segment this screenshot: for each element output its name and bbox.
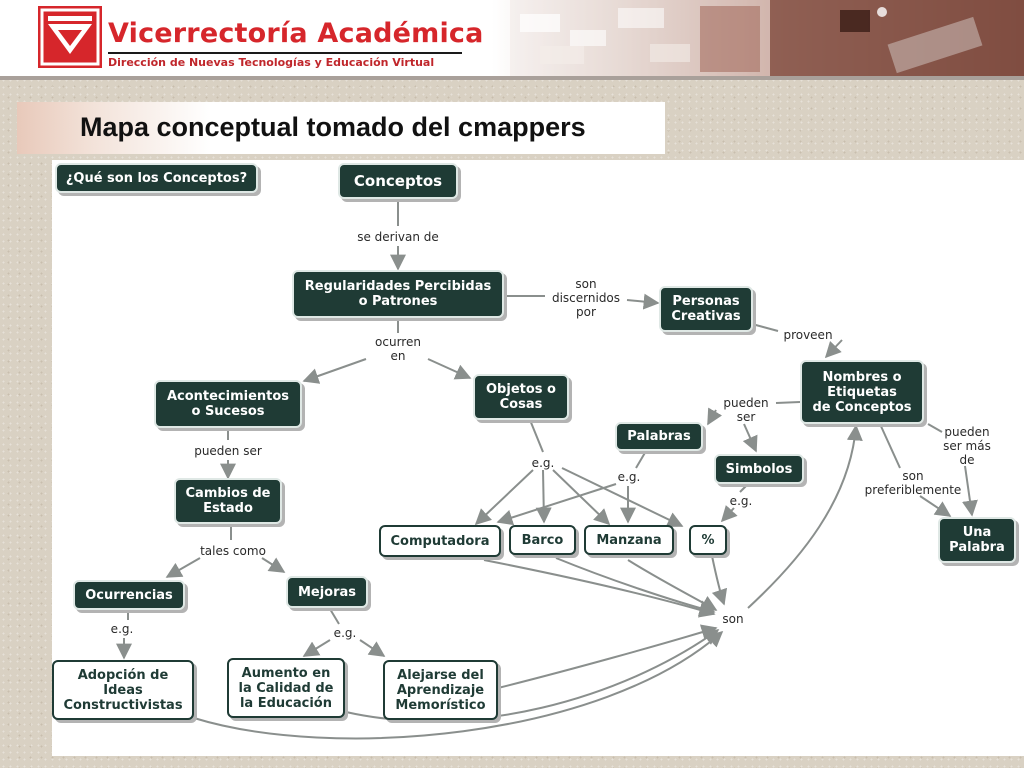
node-manzana: Manzana: [584, 525, 674, 555]
link-label-son-preferiblemente: son preferiblemente: [864, 469, 962, 497]
link-label-pueden-ser: pueden ser: [194, 444, 262, 458]
link-label-pueden-ser-mas-de: pueden ser más de: [943, 425, 991, 467]
header-title: Vicerrectoría Académica: [108, 18, 484, 49]
node-aumento-calidad: Aumento en la Calidad de la Educación: [227, 658, 345, 718]
connector: [427, 358, 472, 380]
node-ocurrencias: Ocurrencias: [73, 580, 185, 610]
connector: [261, 557, 286, 573]
link-label-eg: e.g.: [617, 470, 641, 484]
connector: [529, 419, 544, 453]
connector: [751, 323, 779, 332]
link-label-eg: e.g.: [333, 626, 357, 640]
connector: [739, 484, 748, 493]
node-computadora: Computadora: [379, 525, 501, 557]
connector: [707, 407, 723, 426]
link-label-eg: e.g.: [531, 456, 555, 470]
node-porcentaje: %: [689, 525, 727, 555]
link-label-tales-como: tales como: [200, 544, 266, 558]
connector: [919, 495, 952, 517]
connector: [742, 423, 758, 453]
node-conceptos: Conceptos: [338, 163, 458, 199]
link-label-son-discernidos-por: son discernidos por: [551, 277, 621, 319]
link-label-eg: e.g.: [110, 622, 134, 636]
node-regularidades-percibidas: Regularidades Percibidas o Patrones: [292, 270, 504, 318]
node-acontecimientos: Acontecimientos o Sucesos: [154, 380, 302, 428]
connector: [474, 469, 534, 526]
connector: [359, 639, 386, 657]
slide-title-bar: [17, 102, 665, 154]
connector: [927, 423, 943, 433]
node-alejarse-aprendizaje: Alejarse del Aprendizaje Memorístico: [383, 660, 498, 720]
connector: [193, 630, 724, 740]
connector: [496, 483, 617, 526]
connector: [555, 557, 716, 616]
connector: [747, 424, 863, 609]
connector: [535, 469, 552, 524]
connector: [626, 293, 660, 310]
connector: [711, 555, 728, 606]
link-label-proveen: proveen: [783, 328, 833, 342]
connector: [165, 557, 201, 578]
concept-map: [52, 160, 1024, 756]
connector: [329, 608, 340, 625]
connector: [483, 559, 716, 618]
connector: [627, 559, 718, 611]
node-objetos-cosas: Objetos o Cosas: [473, 374, 569, 420]
header-subtitle: Dirección de Nuevas Tecnologías y Educac…: [108, 56, 435, 69]
connector: [635, 450, 647, 469]
node-personas-creativas: Personas Creativas: [659, 286, 753, 332]
slide-title: Mapa conceptual tomado del cmappers: [80, 112, 586, 142]
connector: [879, 423, 901, 469]
header-divider: [108, 52, 462, 54]
connector: [720, 504, 738, 523]
link-label-pueden-ser: pueden ser: [723, 396, 769, 424]
node-que-son-los-conceptos: ¿Qué son los Conceptos?: [55, 163, 258, 193]
connector: [302, 639, 331, 657]
link-label-eg: e.g.: [729, 494, 753, 508]
node-una-palabra: Una Palabra: [938, 517, 1016, 563]
header-banner: Vicerrectoría Académica Dirección de Nue…: [0, 0, 1024, 80]
connector: [775, 401, 801, 404]
connector: [552, 469, 611, 526]
university-logo-icon: [38, 6, 102, 68]
node-nombres-etiquetas: Nombres o Etiquetas de Conceptos: [800, 360, 924, 424]
connector: [561, 467, 684, 527]
link-label-ocurren-en: ocurren en: [375, 335, 421, 363]
node-simbolos: Simbolos: [714, 454, 804, 484]
node-barco: Barco: [509, 525, 576, 555]
connector: [497, 624, 718, 689]
connector: [962, 465, 978, 517]
node-palabras: Palabras: [615, 422, 703, 451]
node-adopcion-ideas: Adopción de Ideas Constructivistas: [52, 660, 194, 720]
connector: [302, 358, 367, 384]
header-photo-collage: [510, 0, 1024, 76]
connector: [824, 339, 843, 359]
link-label-se-derivan-de: se derivan de: [357, 230, 439, 244]
node-mejoras: Mejoras: [286, 576, 368, 608]
node-cambios-de-estado: Cambios de Estado: [174, 478, 282, 524]
link-label-son: son: [722, 612, 744, 626]
